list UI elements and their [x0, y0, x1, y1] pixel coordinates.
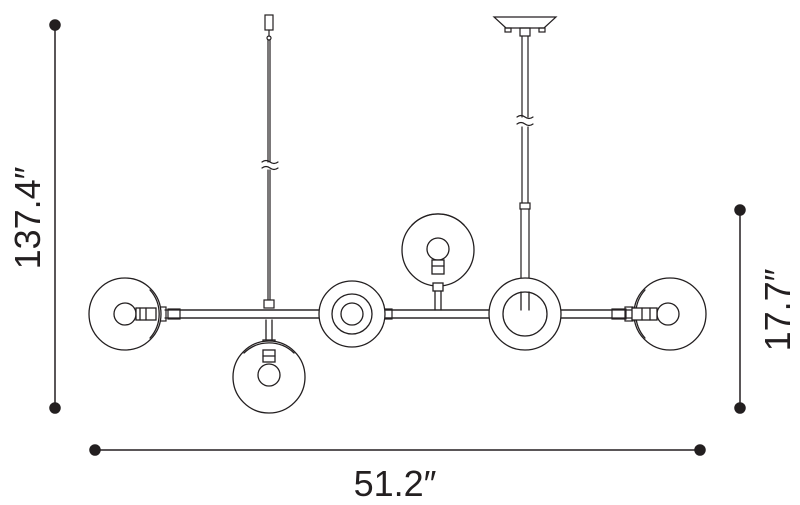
height-overall-label: 137.4″ — [7, 166, 48, 269]
downrod — [516, 35, 534, 301]
globe-upper-center — [401, 213, 475, 311]
height-overall-dimension — [49, 19, 61, 414]
width-dimension — [89, 444, 706, 456]
globe-far-left — [88, 277, 162, 351]
globe-far-right — [631, 277, 707, 351]
arm-overlay — [179, 309, 613, 319]
ceiling-canopy — [492, 16, 558, 37]
globe-center-front — [318, 280, 386, 348]
width-label: 51.2″ — [354, 463, 437, 504]
left-suspension-cable — [261, 14, 279, 301]
height-fixture-dimension — [734, 204, 746, 414]
globe-lower-left — [232, 319, 306, 414]
globe-center-right — [488, 277, 562, 351]
height-fixture-label: 17.7″ — [757, 268, 798, 351]
